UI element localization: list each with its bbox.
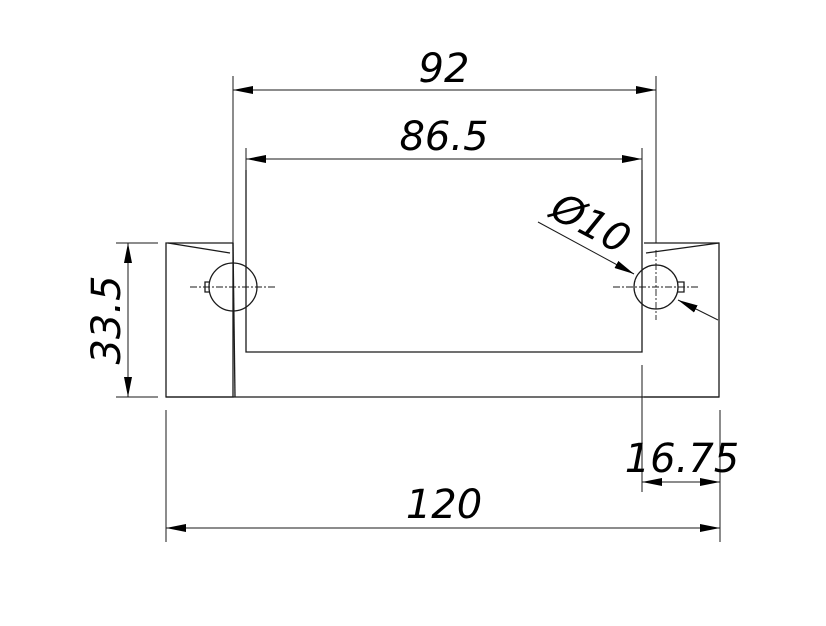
dim-92-label: 92 (419, 46, 470, 92)
dim-33-5-label: 33.5 (84, 275, 130, 364)
dim-120-label: 120 (406, 482, 482, 528)
right-mounting-hole (613, 250, 700, 320)
left-mounting-hole (190, 250, 276, 322)
dimension-lines (124, 86, 720, 532)
dim-16-75-label: 16.75 (625, 436, 740, 482)
dim-86-5-label: 86.5 (399, 114, 488, 160)
handle-outline (165, 170, 720, 398)
dim-diameter-label: Ø10 (542, 183, 638, 263)
